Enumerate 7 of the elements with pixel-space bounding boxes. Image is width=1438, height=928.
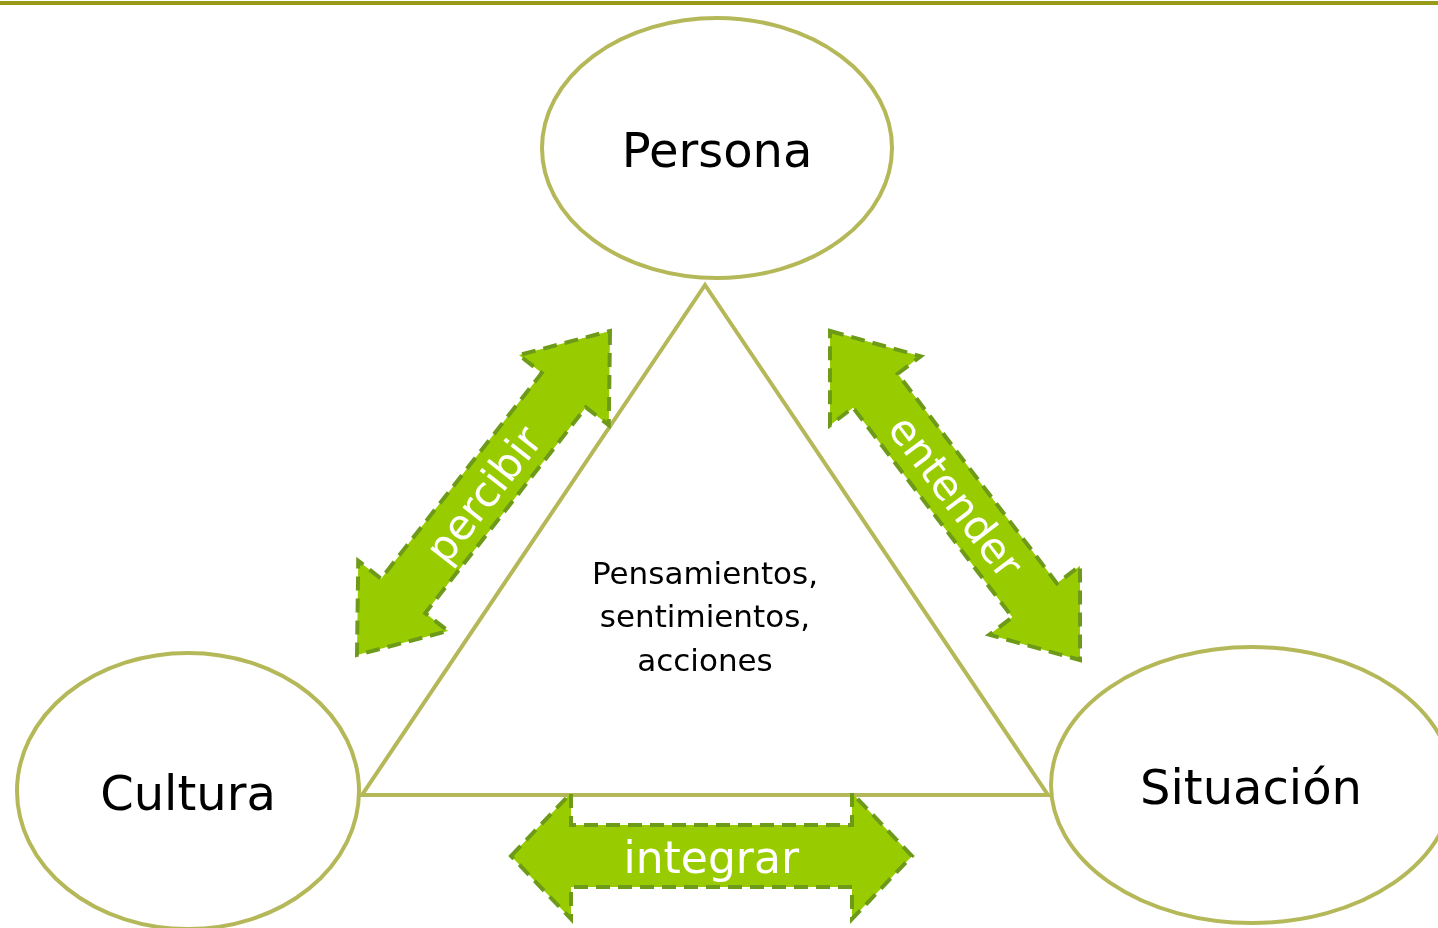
center-text: Pensamientos, sentimientos, acciones — [590, 553, 820, 680]
node-label: Cultura — [100, 765, 276, 821]
node-label: Situación — [1140, 759, 1362, 815]
double-block-arrow — [828, 328, 1082, 663]
edge-label: integrar — [623, 831, 799, 883]
node-label: Persona — [621, 122, 813, 178]
double-block-arrow — [354, 328, 613, 658]
